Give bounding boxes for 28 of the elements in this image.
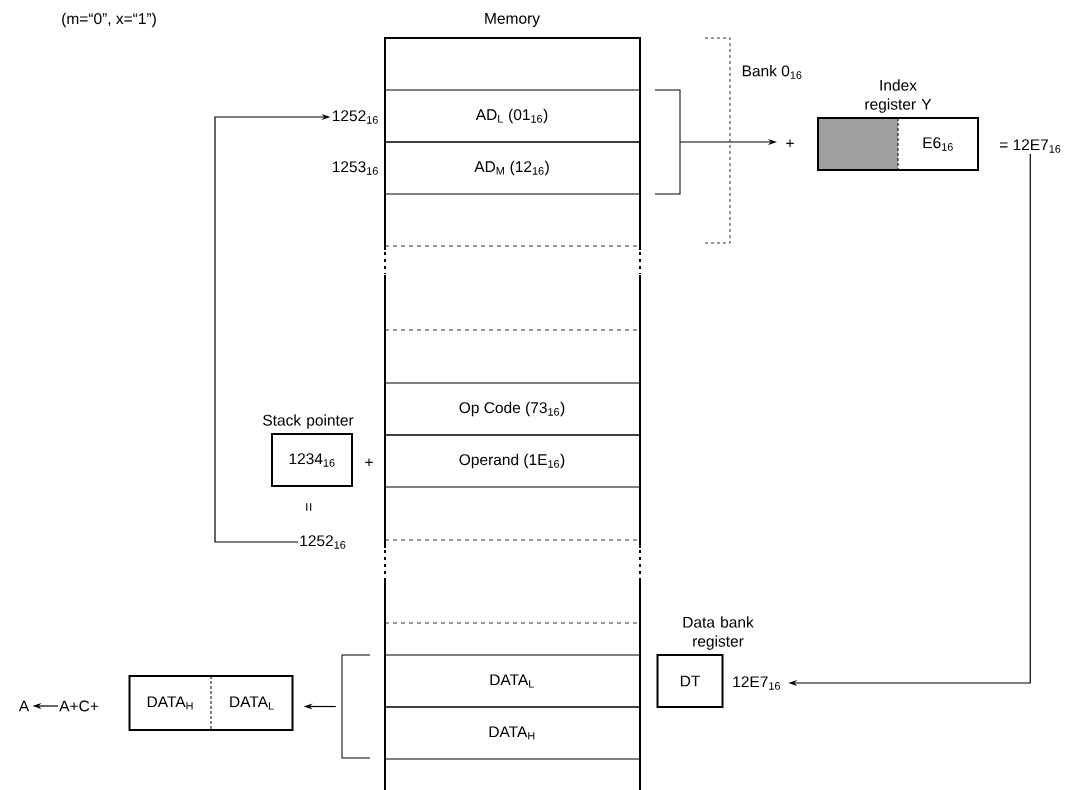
memory-cell: DATA$_{H}$ [384, 706, 640, 760]
address-label: A+C+ [59, 700, 99, 712]
register-box: DATA$_{H}$ DATA$_{L}$ [128, 675, 294, 731]
register-heading: Index register Y [865, 79, 932, 113]
plus-sign: + [786, 139, 794, 148]
address-label: A [18, 700, 30, 712]
memory-cell: AD$_{M}$ (12$_{16}$) [384, 141, 640, 195]
address-label: = 12E7$_{16}$ [999, 139, 1061, 153]
bracket [654, 89, 681, 195]
memory-cell: AD$_{L}$ (01$_{16}$) [384, 89, 640, 143]
address-label: 1252$_{16}$ [332, 110, 378, 124]
bracket [341, 654, 371, 759]
equals-sign: = [306, 503, 312, 511]
bank-label: Bank 0$_{16}$ [742, 65, 802, 79]
register-box: 1234$_{16}$ [271, 433, 353, 487]
register-heading: Data bank register [683, 616, 754, 650]
memory-cell: Op Code (73$_{16}$) [384, 382, 640, 436]
plus-sign: + [365, 458, 373, 467]
register-box: DT [656, 654, 724, 708]
mode-note: (m=“0”, x=“1”) [62, 12, 156, 28]
register-heading: Stack pointer [263, 414, 354, 429]
address-label: 1253$_{16}$ [332, 161, 378, 175]
register-box: E6$_{16}$ [817, 117, 979, 171]
address-label: 1252$_{16}$ [300, 535, 346, 549]
memory-cell: DATA$_{L}$ [384, 654, 640, 708]
address-label: 12E7$_{16}$ [733, 676, 780, 690]
column-heading: Memory [485, 13, 540, 27]
memory-cell: Operand (1E$_{16}$) [384, 434, 640, 488]
